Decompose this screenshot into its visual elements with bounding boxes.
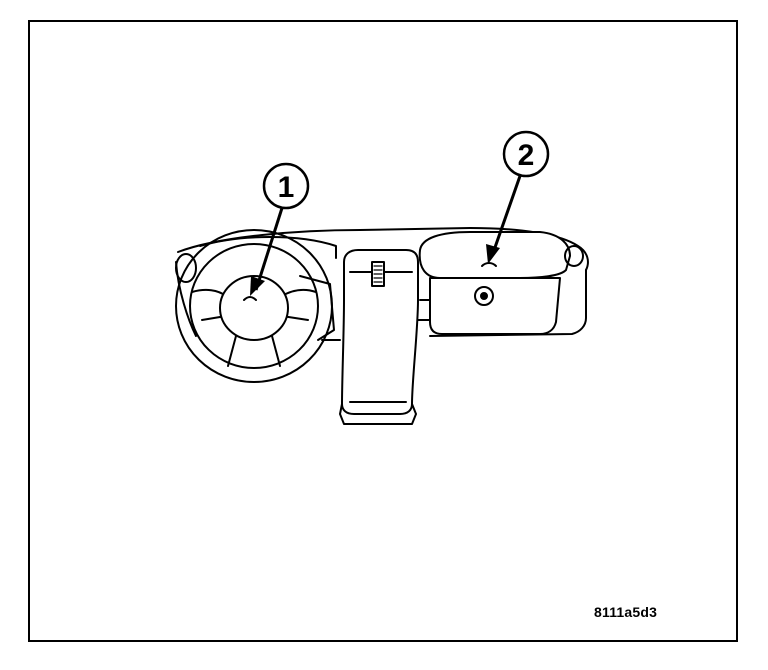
steering-wheel-inner-rim [189,243,319,369]
callout-2-leader [490,175,522,257]
left-side-vent [175,253,197,283]
callout-1-arrowhead [250,276,265,296]
steering-column [299,275,335,341]
dashboard-right-edge [429,269,587,337]
steering-spoke-bottom [227,335,281,367]
callout-1-circle [262,162,310,210]
glove-box-latch-center [480,292,488,300]
glove-box [429,277,561,335]
steering-spoke-right [281,288,317,297]
cluster-hood [199,236,337,259]
lower-dash-right [417,299,431,321]
callout-1-leader [254,207,284,291]
center-vent-slats [373,265,383,283]
driver-airbag-hub [219,275,289,341]
figure-code: 8111a5d3 [594,604,658,620]
right-side-vent [564,245,584,267]
console-base [339,403,417,425]
callout-2-label: 2 [518,139,535,172]
driver-airbag-mark [243,296,257,301]
callout-1-group: 1 [250,162,310,296]
callout-1-label: 1 [278,171,295,204]
callout-2-group: 2 [486,130,550,264]
passenger-airbag-mark [481,262,497,267]
callout-2-circle [502,130,550,178]
callout-2-arrowhead [486,244,500,264]
steering-spoke-left [191,288,227,297]
passenger-airbag-door [418,231,571,279]
